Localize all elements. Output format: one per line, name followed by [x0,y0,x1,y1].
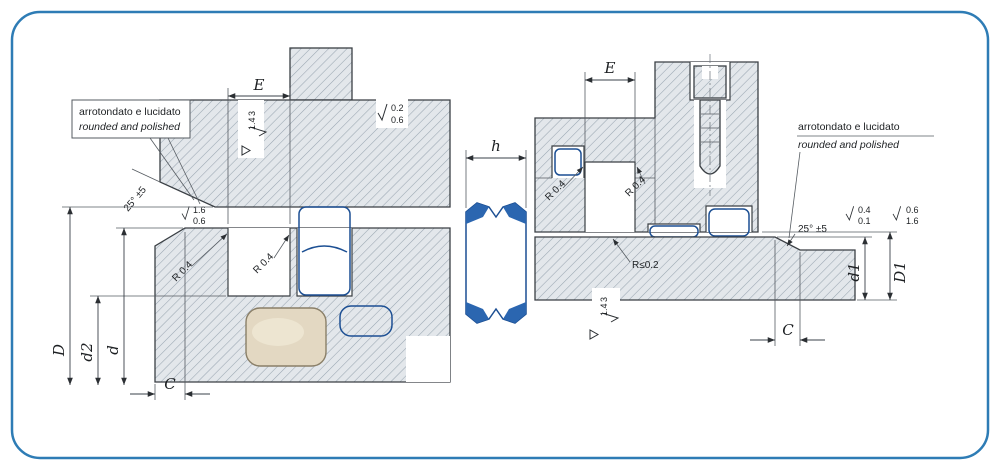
radius-small-label: R≤0.2 [632,260,659,271]
note-line-2: rounded and polished [798,139,900,151]
note-line-1: arrotondato e lucidato [798,121,900,133]
dim-label-e: E [253,76,265,94]
roughness-value: 1.4 [599,303,609,316]
roughness-value: 1.6 [906,216,919,226]
wiper-seal [708,208,750,237]
page-border [10,10,990,460]
angle-leader [786,233,796,247]
radius-leader [562,166,584,189]
angle-label: 25° ±5 [798,224,827,235]
shallow-groove [648,224,700,232]
roughness-value: 0.6 [391,115,404,125]
rod-roughness-mark: 3 1.4 [599,297,619,323]
groove-b-outline [296,228,353,297]
roughness-icon [181,205,190,220]
seal-lip [466,203,489,224]
roughness-value: 1.6 [193,205,206,215]
wiper-groove-outline [705,205,753,232]
roughness-value: 3 [247,111,257,116]
seal-profile-view: h [465,137,527,324]
seal-lip [503,203,526,224]
radius-leader [612,238,631,263]
dim-label-d1: d1 [845,262,863,281]
dim-label-c: C [782,321,794,339]
note-box [71,99,191,139]
shallow-groove-outline [647,223,701,232]
note-line-1: arrotondato e lucidato [79,106,181,118]
piston-bore-step [406,336,450,382]
piston-seal [298,206,351,296]
roughness-value: 0.6 [906,205,919,215]
angle-label: 25° ±5 [122,184,149,214]
seal-lip [503,302,526,323]
chamfer-roughness-mark: 0.4 0.1 [845,205,871,226]
static-seal [554,148,582,176]
note-leader [167,137,201,205]
dim-label-c: C [164,375,176,393]
note-line-2: rounded and polished [79,121,181,133]
screw-shank-section [699,99,721,175]
dim-label-D1: D1 [891,261,909,284]
rod-seal-groove [585,162,635,232]
roughness-backing [592,288,620,302]
dim-label-e: E [604,59,616,77]
cylinder-boss-section [289,47,353,101]
static-seal-pocket-outline [551,145,585,178]
roughness-value: 0.2 [391,103,404,113]
dim-label-h: h [491,137,501,155]
radius-leader [636,166,646,185]
chamfer-roughness-mark: 1.6 0.6 [181,205,206,226]
dim-label-d2: d2 [78,342,96,361]
note-leader [149,137,195,201]
rod-seal-groove-outline [584,161,636,232]
radius-leader [191,233,228,267]
left-view: E 3 1.4 0.2 0.6 1.6 0.6 arrotondato e lu… [50,47,451,400]
o-ring-seal [339,305,393,337]
roughness-icon [892,205,902,221]
roughness-value: 1.4 [247,117,257,130]
bore-roughness-mark: 0.2 0.6 [376,98,408,128]
roughness-icon [845,205,855,221]
radius-leader [273,234,290,259]
chamfer-extension [131,168,161,183]
wiper-groove [706,206,752,232]
dim-label-d: d [104,345,122,355]
groove-b-cavity [297,228,352,296]
rod-section [534,236,856,301]
roughness-value: 0.6 [193,216,206,226]
dim-label-D: D [50,344,68,357]
roughness-backing [376,98,408,128]
seal-lip [466,302,489,323]
roughness-value: 0.1 [858,216,871,226]
groove-a-cavity [228,228,290,296]
machining-symbol-icon [589,329,599,340]
note-leader [788,151,801,239]
end-roughness-mark: 0.6 1.6 [892,205,919,226]
right-view: E R 0.4 R 0.4 arrotondato e lucidato rou… [534,54,934,346]
flank-roughness-mark: 3 1.4 [247,111,267,137]
seal-profile-body [465,202,527,324]
piston-seal-lip-line [301,245,348,253]
guide-ring-highlight [252,318,304,346]
groove-a-outline [227,228,291,297]
roughness-value: 0.4 [858,205,871,215]
roughness-value: 3 [599,297,609,302]
